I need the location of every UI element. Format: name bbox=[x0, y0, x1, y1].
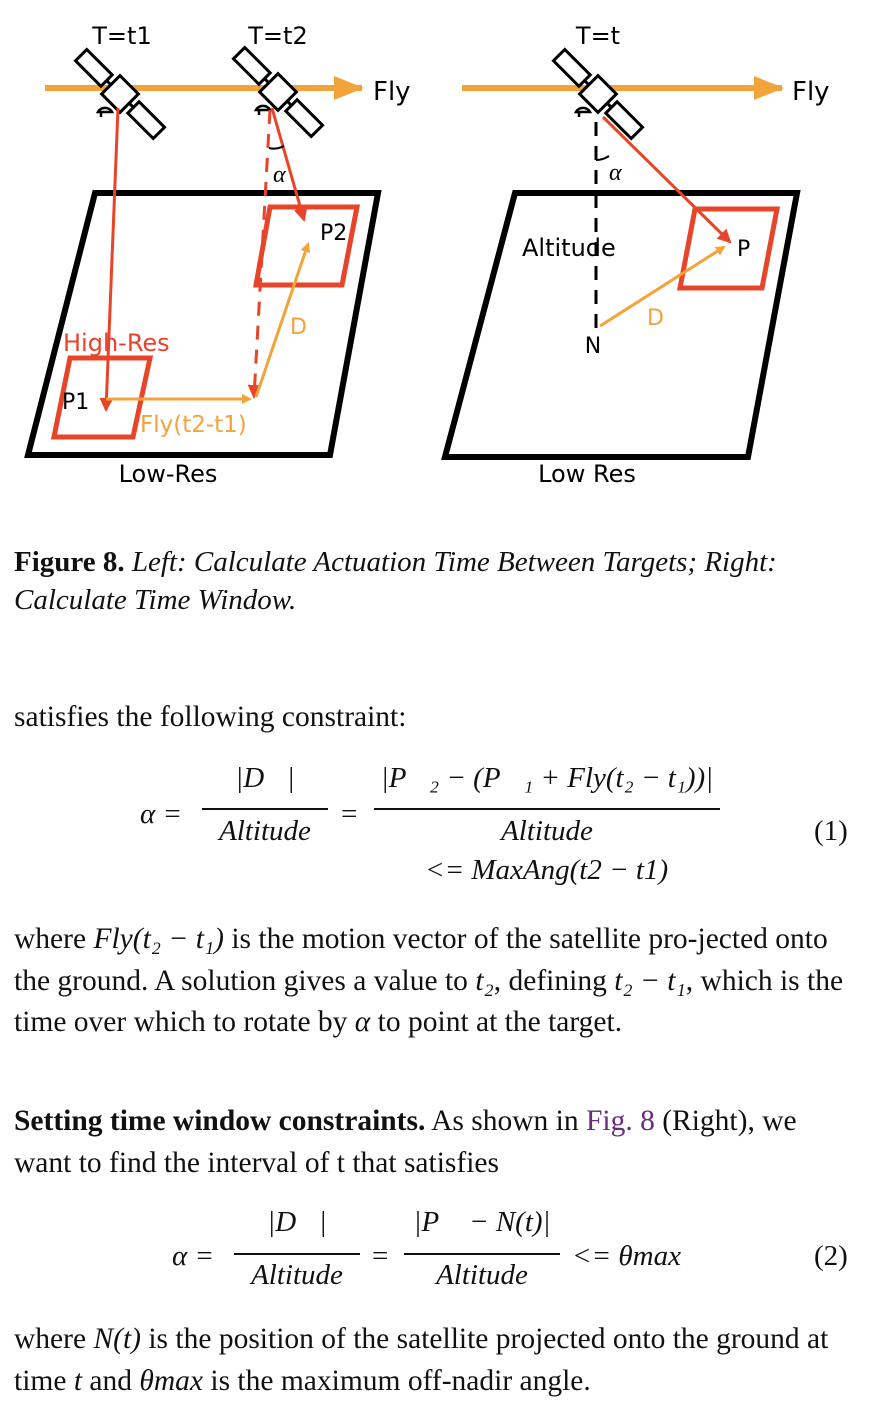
target-p1-box bbox=[50, 355, 154, 440]
body-paragraph: where N(t) is the position of the satell… bbox=[14, 1319, 860, 1402]
label-alpha-left: α bbox=[273, 162, 286, 188]
text-span: , which is the time over which to rotate… bbox=[14, 964, 844, 1039]
label-t2: T=t2 bbox=[247, 22, 307, 50]
right-panel: T=t Fly α Altitude P D N Low Res bbox=[441, 22, 830, 488]
left-panel: T=t1 T=t2 Fly α P2 D High-Res P1 Fly(t2-… bbox=[24, 22, 411, 488]
section-heading: Setting time window constraints. bbox=[14, 1105, 426, 1137]
eq2-number: (2) bbox=[814, 1240, 848, 1272]
body-paragraph: Setting time window constraints. As show… bbox=[14, 1101, 860, 1184]
satellite-icon bbox=[231, 45, 325, 139]
eq2-lhs: α = bbox=[172, 1240, 215, 1272]
label-fly-left: Fly bbox=[373, 77, 411, 107]
eq1-frac2-numerator: |P⃗₂ − (P⃗₁ + Fly(t₂ − t₁))| bbox=[380, 762, 714, 794]
text-span: , defining bbox=[493, 964, 615, 997]
satellite-sensor-icon bbox=[573, 106, 593, 117]
text-span: where bbox=[14, 923, 94, 955]
eq1-frac2-bar bbox=[374, 808, 720, 810]
label-high-res: High-Res bbox=[63, 329, 170, 357]
body-paragraph: where Fly(t₂ − t₁) is the motion vector … bbox=[14, 919, 860, 1044]
eq2-frac2-denominator: Altitude bbox=[436, 1259, 528, 1291]
low-res-region bbox=[24, 190, 382, 458]
figure-8-diagram: T=t1 T=t2 Fly α P2 D High-Res P1 Fly(t2-… bbox=[24, 22, 830, 488]
eq1-equals: = bbox=[341, 798, 358, 830]
caption-number: Figure 8. bbox=[14, 546, 125, 578]
label-p1: P1 bbox=[62, 390, 89, 415]
text-span: is the motion vector of the satellite pr… bbox=[14, 923, 828, 997]
eq2-frac2-bar bbox=[404, 1253, 560, 1255]
eq2-equals: = bbox=[372, 1240, 389, 1272]
eq2-frac1-bar bbox=[234, 1253, 360, 1255]
alpha-arc bbox=[268, 145, 285, 150]
inline-math: t bbox=[73, 1364, 83, 1397]
text-span: is the position of the satellite project… bbox=[14, 1323, 829, 1397]
text-span: As shown in bbox=[425, 1105, 586, 1137]
figure-caption: Figure 8. Left: Calculate Actuation Time… bbox=[14, 543, 864, 619]
label-n: N bbox=[585, 334, 601, 359]
inline-math: t₂ − t₁ bbox=[614, 964, 686, 997]
d-vector bbox=[599, 245, 726, 328]
inline-math: t₂ bbox=[475, 964, 494, 997]
beam-to-p2 bbox=[270, 107, 308, 222]
label-t: T=t bbox=[575, 22, 620, 50]
eq1-number: (1) bbox=[814, 815, 848, 847]
satellite-icon bbox=[551, 47, 645, 141]
text-span: (Right), we want to find the interval of… bbox=[14, 1105, 797, 1179]
label-fly-right: Fly bbox=[792, 77, 830, 107]
inline-math: N(t) bbox=[93, 1323, 141, 1355]
eq2-frac1-numerator: |D⃗| bbox=[267, 1206, 327, 1238]
eq1-frac1-numerator: |D⃗| bbox=[235, 762, 295, 794]
label-low-res-left: Low-Res bbox=[119, 460, 218, 488]
label-p: P bbox=[737, 237, 750, 262]
figure-link[interactable]: Fig. 8 bbox=[586, 1105, 655, 1137]
eq1-frac1-denominator: Altitude bbox=[219, 815, 311, 847]
beam-to-p1 bbox=[99, 107, 120, 412]
label-altitude: Altitude bbox=[522, 234, 616, 262]
eq2-frac2-numerator: |P⃗ − N(t)| bbox=[413, 1206, 551, 1238]
label-low-res-right: Low Res bbox=[538, 460, 636, 488]
text-span: to point at the target. bbox=[370, 1006, 623, 1038]
satellite-sensor-icon bbox=[253, 104, 273, 115]
text-span: where bbox=[14, 1323, 94, 1355]
inline-math: θmax bbox=[139, 1364, 203, 1397]
caption-text: Left: Calculate Actuation Time Between T… bbox=[14, 546, 777, 616]
text-span: and bbox=[82, 1364, 140, 1397]
eq2-constraint: <= θmax bbox=[572, 1240, 681, 1272]
inline-math: α bbox=[354, 1006, 371, 1038]
label-fly-delta: Fly(t2-t1) bbox=[140, 412, 247, 438]
label-t1: T=t1 bbox=[91, 22, 151, 50]
eq1-frac1-bar bbox=[202, 808, 328, 810]
alpha-arc bbox=[595, 155, 610, 161]
label-p2: P2 bbox=[320, 221, 347, 246]
satellite-sensor-icon bbox=[95, 106, 115, 117]
eq2-frac1-denominator: Altitude bbox=[251, 1259, 343, 1291]
eq1-frac2-denominator: Altitude bbox=[501, 815, 593, 847]
low-res-region bbox=[441, 190, 801, 460]
label-d-right: D bbox=[647, 306, 664, 331]
text-span: is the maximum off-nadir angle. bbox=[203, 1364, 591, 1397]
eq1-constraint: <= MaxAng(t2 − t1) bbox=[425, 854, 669, 886]
label-d-left: D bbox=[290, 315, 307, 340]
label-alpha-right: α bbox=[609, 160, 622, 186]
d-vector bbox=[254, 242, 311, 398]
beam-to-p bbox=[601, 115, 732, 244]
inline-math: Fly(t₂ − t₁) bbox=[93, 923, 224, 955]
body-paragraph: satisfies the following constraint: bbox=[14, 701, 407, 733]
target-p-box bbox=[676, 206, 781, 291]
eq1-lhs: α = bbox=[140, 798, 183, 830]
satellite-icon bbox=[73, 47, 167, 141]
